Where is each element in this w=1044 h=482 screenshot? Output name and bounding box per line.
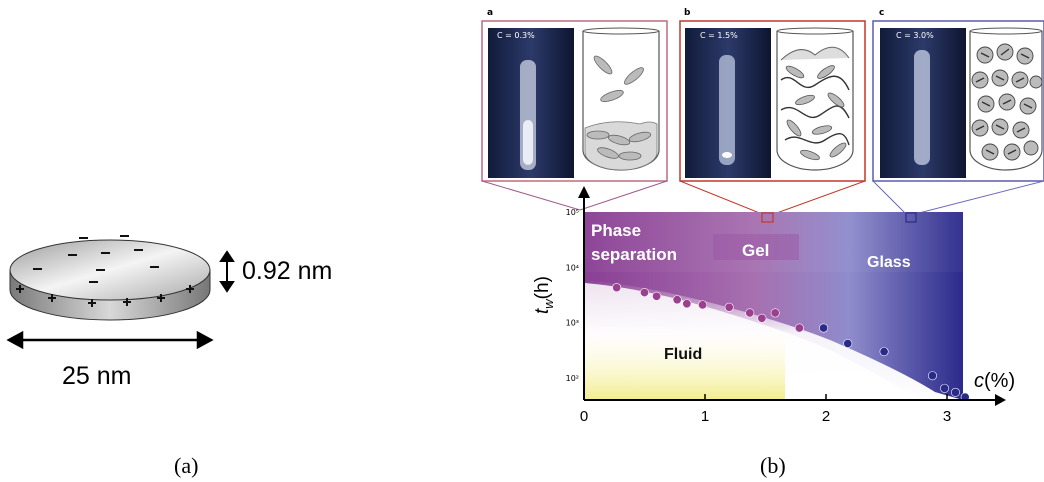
data-point-s1-2: [879, 347, 889, 357]
data-point-s0-3: [672, 295, 682, 305]
inset-c-letter: c: [879, 8, 884, 18]
thickness-label: 0.92 nm: [242, 257, 332, 285]
negative-charges: [33, 235, 159, 283]
region-glass: Glass: [867, 254, 911, 271]
inset-a-schematic: [582, 27, 660, 171]
axes: [578, 186, 1006, 406]
caption-b: (b): [760, 453, 786, 478]
y-axis-label-unit: (h): [532, 276, 553, 299]
data-point-s1-0: [819, 323, 829, 333]
diameter-arrow: [6, 330, 214, 350]
x-tick-label: 3: [943, 408, 951, 425]
y-axis-label-sub: w: [541, 298, 556, 309]
region-phase-label-1: Phase: [591, 221, 641, 240]
y-tick-label: 10⁵: [566, 208, 579, 217]
y-axis-label: tw(h): [532, 276, 556, 314]
data-point-s1-5: [950, 387, 960, 397]
y-tick-label: 10²: [566, 374, 579, 383]
inset-b-concentration: C = 1.5%: [700, 31, 738, 40]
region-phase-separation: Phase separation: [591, 221, 677, 264]
x-axis-label: c(%): [974, 370, 1015, 392]
inset-c-concentration: C = 3.0%: [896, 31, 934, 40]
region-fluid: Fluid: [664, 346, 702, 363]
data-point-s0-1: [639, 288, 649, 298]
data-point-s0-8: [757, 313, 767, 323]
data-point-s0-10: [794, 323, 804, 333]
data-point-s0-4: [682, 299, 692, 309]
inset-a-letter: a: [487, 8, 493, 18]
inset-b-letter: b: [684, 8, 691, 18]
data-point-s0-2: [652, 291, 662, 301]
positive-charges: [16, 285, 194, 307]
y-ticks: 10² 10³ 10⁴ 10⁵: [566, 208, 579, 383]
data-points: [612, 283, 970, 402]
data-point-s0-0: [612, 283, 622, 293]
x-axis-label-unit: (%): [984, 370, 1015, 392]
inset-b: b C = 1.5%: [679, 8, 866, 182]
caption-a: (a): [174, 453, 198, 478]
y-axis-label-t: t: [532, 308, 553, 314]
x-ticks: 0 1 2 3: [580, 394, 951, 425]
inset-c: c C = 3.0%: [872, 8, 1044, 182]
y-tick-label: 10³: [566, 319, 579, 328]
inset-a: a C = 0.3%: [481, 8, 668, 182]
data-point-s1-1: [843, 338, 853, 348]
thickness-arrow: [219, 250, 235, 293]
x-tick-label: 0: [580, 408, 588, 425]
data-point-s0-7: [745, 308, 755, 318]
inset-a-concentration: C = 0.3%: [497, 31, 535, 40]
inset-b-schematic: [776, 27, 854, 171]
x-tick-label: 1: [701, 408, 709, 425]
data-point-s0-6: [724, 302, 734, 312]
inset-c-schematic: [969, 27, 1043, 171]
x-tick-label: 2: [822, 408, 830, 425]
x-axis-label-c: c: [974, 370, 984, 392]
region-gel: Gel: [742, 241, 769, 260]
phase-diagram-background: [585, 212, 963, 400]
diameter-label: 25 nm: [62, 362, 131, 390]
data-point-s0-9: [770, 308, 780, 318]
clay-disk: [9, 235, 211, 321]
data-point-s0-5: [698, 300, 708, 310]
y-tick-label: 10⁴: [566, 263, 579, 272]
data-point-s1-3: [927, 371, 937, 381]
marker-boxes: [761, 212, 917, 223]
data-point-s1-4: [940, 383, 950, 393]
region-phase-label-2: separation: [591, 245, 677, 264]
